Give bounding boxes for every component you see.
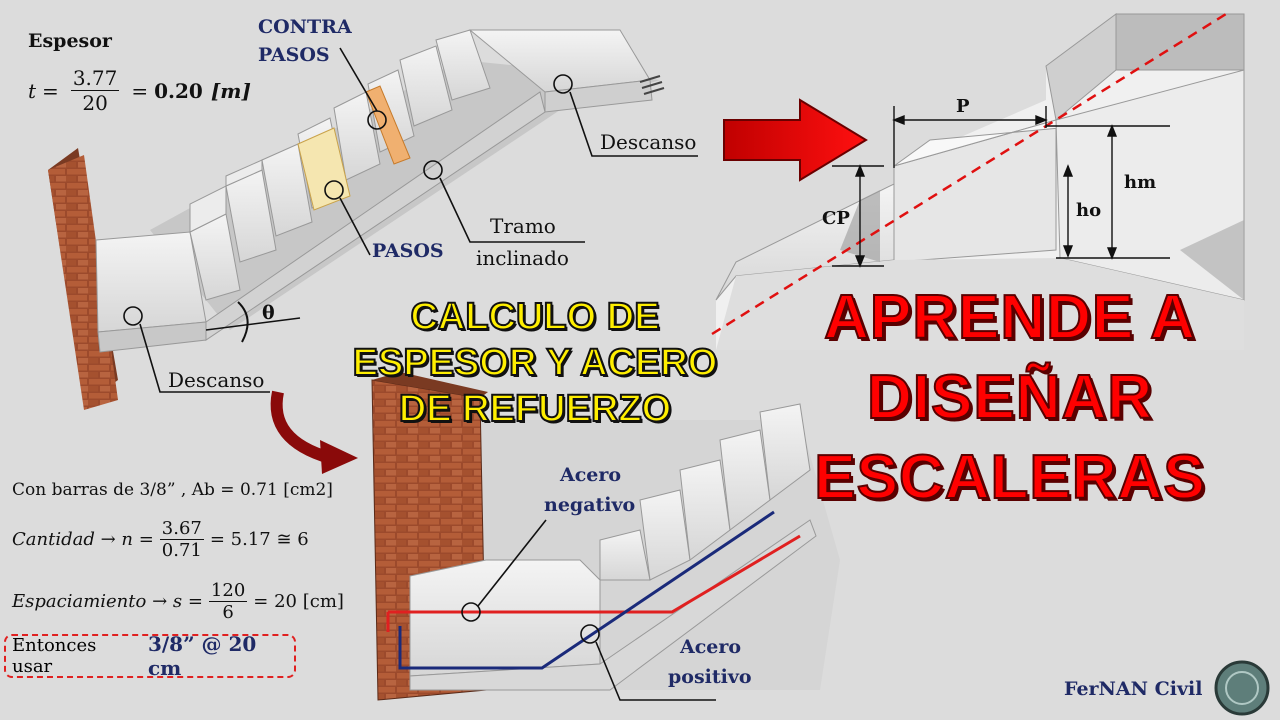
answer-box: Entonces usar 3/8” @ 20 cm <box>4 632 296 680</box>
label-tramo: Tramo <box>490 214 556 238</box>
label-acero-pos: Acero <box>680 636 742 658</box>
label-acero-neg: Acero <box>560 464 622 486</box>
stair-detail-top-right <box>711 12 1245 350</box>
cantidad-num: 3.67 <box>159 518 204 540</box>
title-line-3: ESCALERAS <box>813 442 1206 513</box>
thickness-formula: t = 3.77 20 = 0.20 [m] <box>28 66 251 115</box>
cantidad-label: Cantidad → n = <box>12 529 154 550</box>
paso-highlight <box>297 127 351 211</box>
label-p: P <box>956 96 970 117</box>
subtitle-yellow: CALCULO DE ESPESOR Y ACERO DE REFUERZO <box>300 294 770 432</box>
callout-acero-positivo <box>580 624 600 644</box>
title-line-1: APRENDE A <box>823 282 1196 353</box>
stair-3d-top-left <box>48 29 698 410</box>
label-cp: CP <box>822 208 850 229</box>
curved-arrow-icon <box>270 390 332 464</box>
cantidad-den: 0.71 <box>161 540 202 561</box>
brand-name: FerNAN Civil <box>1064 678 1203 700</box>
esp-fraction: 120 6 <box>208 580 248 623</box>
label-ho: ho <box>1076 200 1102 221</box>
label-pasos: PASOS <box>372 240 444 262</box>
subtitle-line-2: ESPESOR Y ACERO <box>352 341 719 385</box>
callout-descanso-top <box>553 74 573 94</box>
label-inclinado: inclinado <box>476 246 569 270</box>
label-theta: θ <box>262 302 275 324</box>
main-title-red: APRENDE A DISEÑAR ESCALERAS <box>770 278 1250 518</box>
callout-pasos <box>324 180 344 200</box>
cantidad-result: = 5.17 ≅ 6 <box>209 529 309 550</box>
label-positivo: positivo <box>668 666 752 688</box>
stair-rebar-bottom <box>371 372 840 701</box>
esp-den: 6 <box>222 602 234 623</box>
esp-num: 120 <box>208 580 248 602</box>
callout-tramo <box>423 160 443 180</box>
label-contra: CONTRA <box>258 16 352 38</box>
label-descanso-bottom: Descanso <box>168 368 265 392</box>
esp-label: Espaciamiento → s = <box>12 591 203 612</box>
thickness-var: t <box>28 78 37 103</box>
thickness-unit: [m] <box>210 78 251 103</box>
title-line-2: DISEÑAR <box>866 362 1154 433</box>
label-contra-pasos: PASOS <box>258 44 330 66</box>
label-hm: hm <box>1124 172 1157 193</box>
thickness-result: 0.20 <box>154 78 203 103</box>
rebar-negative <box>388 534 801 614</box>
callout-descanso-bottom <box>123 306 143 326</box>
contrapaso-highlight <box>365 85 411 165</box>
thickness-num: 3.77 <box>70 66 120 91</box>
label-negativo: negativo <box>544 494 636 516</box>
calc-cantidad: Cantidad → n = 3.67 0.71 = 5.17 ≅ 6 <box>12 518 309 561</box>
thickness-den: 20 <box>82 91 108 115</box>
brand-logo <box>1214 660 1270 716</box>
usar-prefix: Entonces usar <box>12 635 97 677</box>
callout-acero-negativo <box>461 602 481 622</box>
calc-espaciamiento: Espaciamiento → s = 120 6 = 20 [cm] <box>12 580 344 623</box>
espesor-heading: Espesor <box>28 30 112 52</box>
label-descanso-top: Descanso <box>600 130 697 154</box>
thickness-fraction: 3.77 20 <box>70 66 120 115</box>
cantidad-fraction: 3.67 0.71 <box>159 518 204 561</box>
subtitle-line-1: CALCULO DE <box>409 295 660 339</box>
calc-bars: Con barras de 3/8” , Ab = 0.71 [cm2] <box>12 480 333 500</box>
rebar-positive <box>398 510 775 670</box>
angle-arc <box>237 301 249 343</box>
arrow-right-icon <box>723 98 868 182</box>
usar-value: 3/8” @ 20 cm <box>147 632 257 680</box>
esp-result: = 20 [cm] <box>253 591 344 612</box>
subtitle-line-3: DE REFUERZO <box>398 387 672 431</box>
